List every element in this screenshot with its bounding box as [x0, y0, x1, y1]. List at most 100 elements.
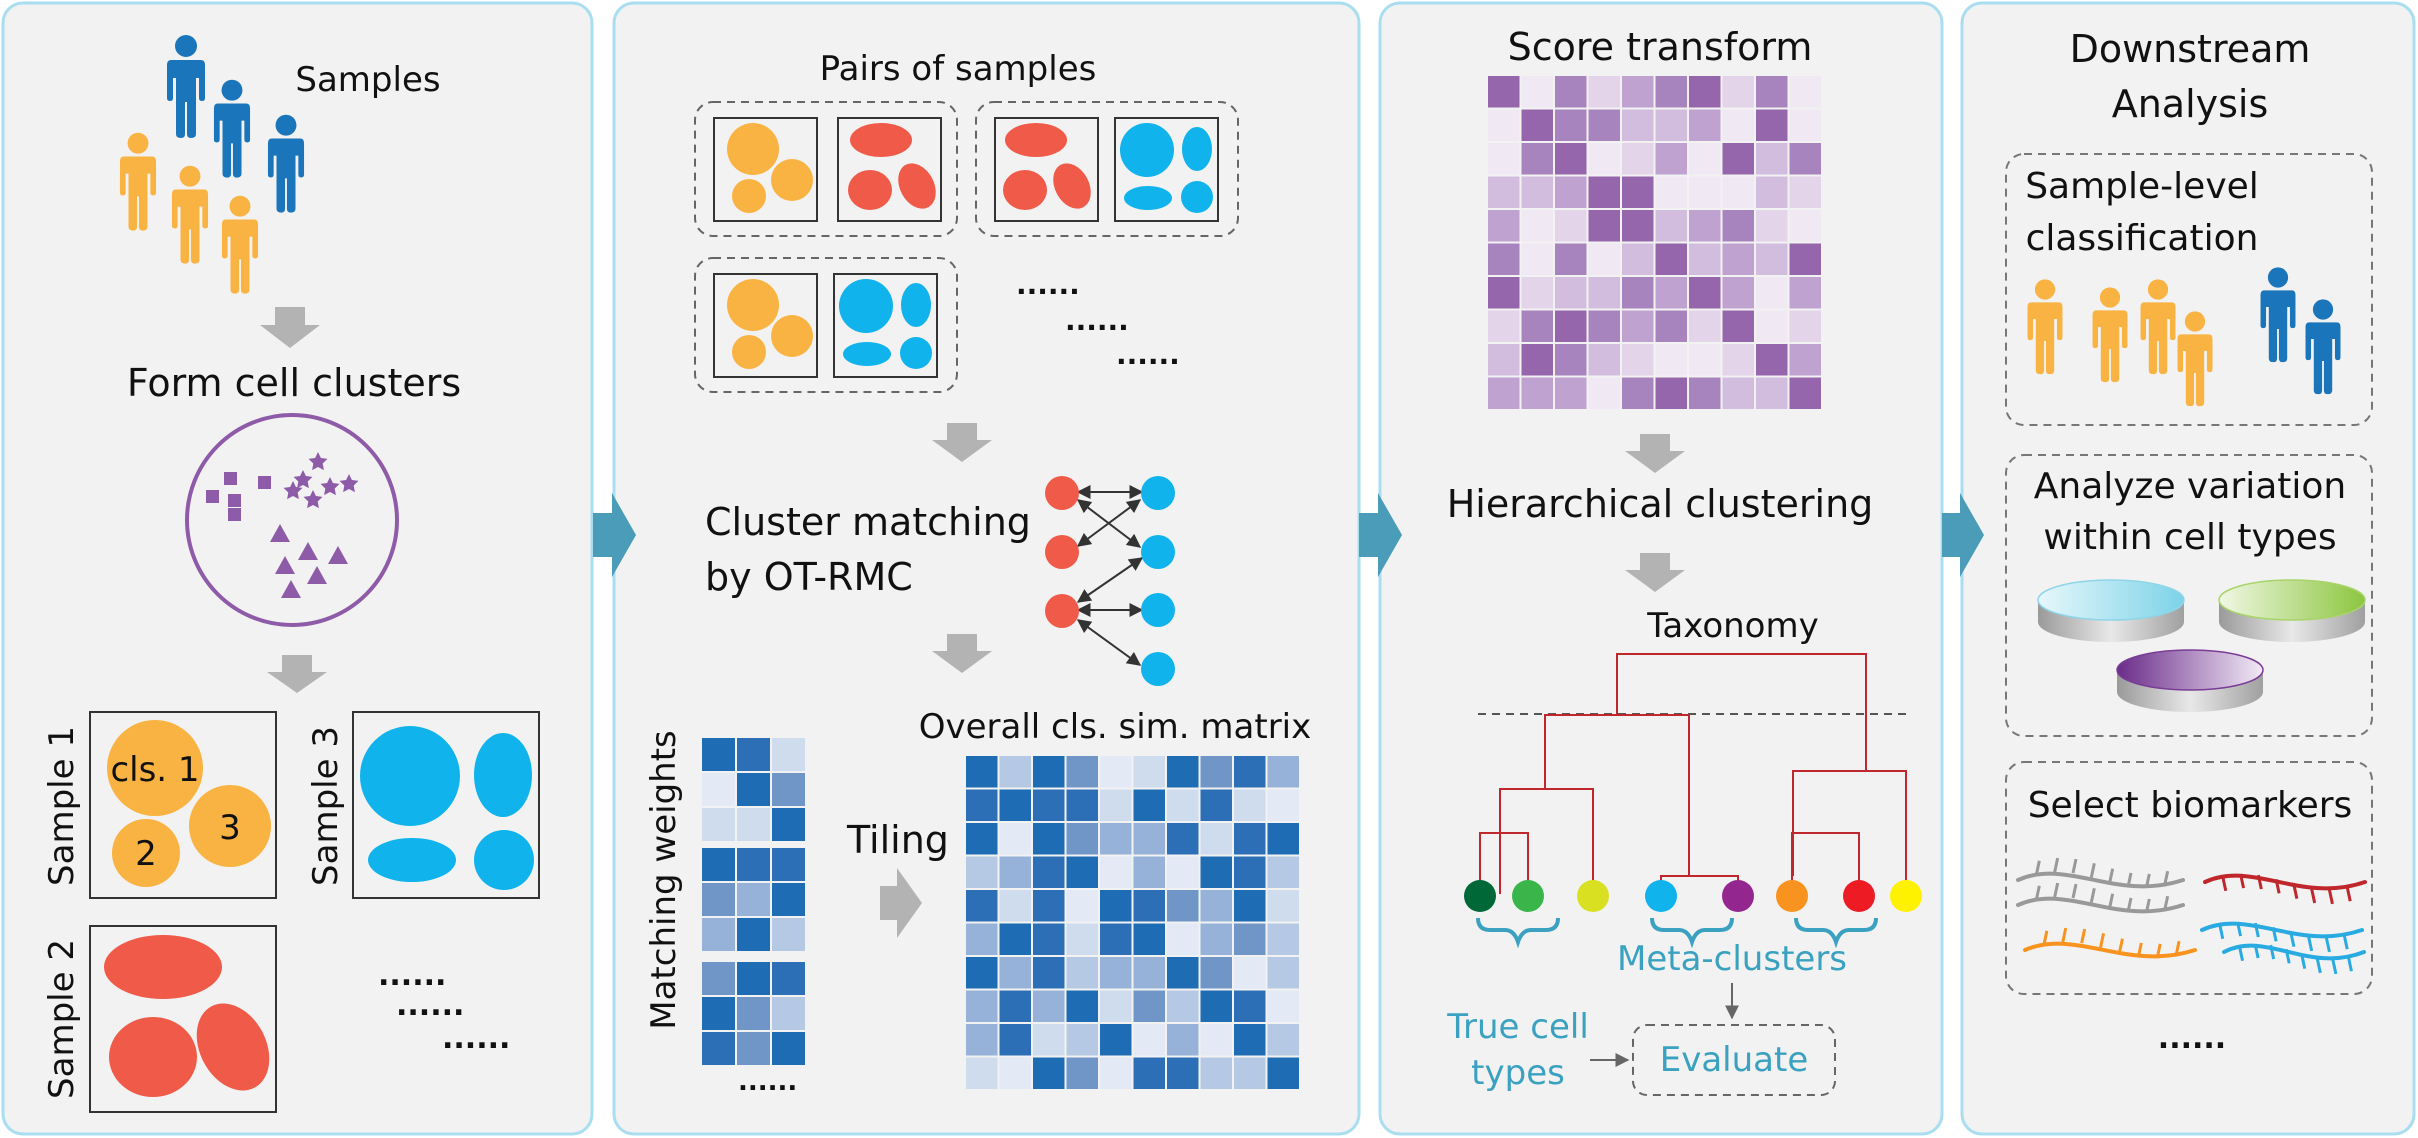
matrix-cell [1622, 277, 1654, 309]
pair-group [694, 257, 958, 393]
matrix-cell [1167, 1024, 1199, 1056]
panel-arrow-1 [593, 493, 636, 577]
gene-base [2256, 874, 2263, 890]
meta-clusters-label: Meta-clusters [1617, 939, 1847, 979]
matrix-cell [702, 918, 735, 951]
down-arrow [932, 634, 992, 673]
matrix-cell [1234, 1057, 1266, 1089]
matrix-cell [772, 738, 805, 771]
matrix-cell [1234, 789, 1266, 821]
mini-sample [833, 273, 938, 378]
gene-base [2099, 932, 2106, 948]
matrix-cell [1167, 856, 1199, 888]
matrix-cell [1622, 243, 1654, 275]
matrix-cell [1234, 957, 1266, 989]
matrix-cell [1555, 344, 1587, 376]
cluster-matching-label: by OT-RMC [705, 555, 913, 599]
leaf-node [1890, 880, 1922, 912]
gene-base [2327, 889, 2334, 905]
matrix-cell [1756, 109, 1788, 141]
matrix-cell [1588, 344, 1620, 376]
matrix-cell [1722, 109, 1754, 141]
gene-base [2117, 938, 2124, 954]
gene-strand [2023, 941, 2197, 959]
matrix-cell [1789, 76, 1821, 108]
matrix-cell [1200, 1057, 1232, 1089]
matrix-cell [1167, 890, 1199, 922]
matrix-cell [1588, 210, 1620, 242]
matrix-cell [1689, 377, 1721, 409]
sample3-label: Sample 3 [306, 726, 346, 886]
matrix-cell [966, 1057, 998, 1089]
true-cell-types-label: True cell [1446, 1007, 1589, 1047]
gene-base [2310, 888, 2317, 904]
biomarkers-box [2005, 761, 2373, 995]
matrix-cell [1488, 210, 1520, 242]
matrix-cell [1234, 990, 1266, 1022]
taxonomy-label: Taxonomy [1646, 606, 1818, 646]
matrix-cell [1133, 856, 1165, 888]
matrix-cell [1789, 243, 1821, 275]
gene-base [2136, 942, 2143, 958]
matrix-cell [1521, 344, 1553, 376]
matrix-cell [1521, 176, 1553, 208]
matrix-cell [1722, 377, 1754, 409]
matrix-cell [1167, 756, 1199, 788]
matrix-cell [1267, 1057, 1299, 1089]
downstream-title: Downstream [2070, 27, 2311, 71]
matrix-cell [1622, 109, 1654, 141]
matrix-cell [966, 890, 998, 922]
matrix-cell [1588, 143, 1620, 175]
matrix-cell [1789, 143, 1821, 175]
matrix-cell [1033, 990, 1065, 1022]
downstream-title: Analysis [2112, 82, 2269, 126]
matrix-cell [1167, 923, 1199, 955]
matrix-cell [1689, 310, 1721, 342]
matrix-cell [1033, 1024, 1065, 1056]
matrix-cell [772, 848, 805, 881]
matrix-cell [1267, 789, 1299, 821]
gene-base [2253, 943, 2260, 959]
gene-base [2253, 922, 2260, 938]
matrix-cell [1267, 1024, 1299, 1056]
matrix-cell [1133, 823, 1165, 855]
cluster-ellipse [109, 1017, 197, 1097]
cluster-1-label: cls. 1 [110, 750, 199, 790]
matrix-cell [1655, 310, 1687, 342]
tiling-arrow [880, 868, 922, 938]
matrix-cell [1521, 109, 1553, 141]
matrix-cell [999, 990, 1031, 1022]
matrix-cell [1033, 890, 1065, 922]
matrix-cell [1722, 243, 1754, 275]
matrix-cell [1234, 890, 1266, 922]
gene-base [2126, 872, 2133, 888]
matrix-cell [1234, 823, 1266, 855]
matrix-cell [1655, 377, 1687, 409]
matching-weight-matrix [702, 962, 805, 1065]
gene-base [2163, 895, 2170, 911]
matrix-cell [702, 997, 735, 1030]
matrix-cell [966, 823, 998, 855]
matrix-cell [1655, 210, 1687, 242]
matrix-cell [737, 738, 770, 771]
matrix-cell [1789, 176, 1821, 208]
ellipsis: ...... [442, 1021, 510, 1056]
matrix-cell [1488, 109, 1520, 141]
matrix-cell [772, 1032, 805, 1065]
matrix-cell [1033, 823, 1065, 855]
matrix-cell [737, 773, 770, 806]
matrix-cell [1200, 789, 1232, 821]
matrix-cell [1066, 823, 1098, 855]
biomarker-genes [2016, 857, 2367, 975]
gene-base [2089, 887, 2096, 903]
matrix-cell [1689, 277, 1721, 309]
gene-base [2307, 936, 2314, 952]
matrix-cell [1200, 756, 1232, 788]
matrix-cell [1622, 76, 1654, 108]
gene-strand [2222, 943, 2366, 961]
matrix-cell [1655, 243, 1687, 275]
matrix-cell [737, 883, 770, 916]
gene-base [2080, 928, 2087, 944]
gene-base [2144, 873, 2151, 889]
